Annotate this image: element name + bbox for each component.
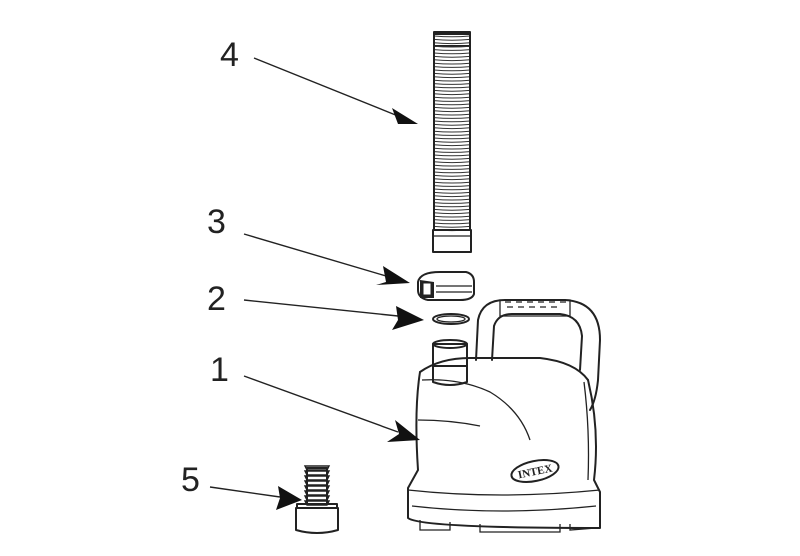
- corrugated-hose: [432, 31, 472, 253]
- arrowhead-1: [387, 420, 420, 442]
- handle-grip-pattern: [505, 301, 566, 308]
- leader-line-4: [253, 57, 418, 124]
- leader-line-2: [243, 299, 424, 330]
- hose-ribs: [433, 35, 471, 232]
- callout-number-4: 4: [220, 36, 239, 74]
- pump-body: [407, 299, 601, 533]
- hose-adapter: [295, 465, 339, 534]
- leader-line-5: [209, 486, 302, 510]
- adapter-ribs: [303, 465, 331, 506]
- callout-number-1: 1: [210, 351, 229, 389]
- leader-line-1: [243, 375, 420, 442]
- intex-logo: INTEX: [510, 459, 560, 483]
- callout-number-5: 5: [181, 461, 200, 499]
- arrowhead-5: [276, 486, 302, 510]
- callout-number-2: 2: [207, 280, 226, 318]
- callout-number-3: 3: [207, 203, 226, 241]
- hose-clamp: [417, 271, 475, 301]
- arrowhead-2: [392, 306, 424, 330]
- arrowhead-4: [386, 108, 418, 124]
- o-ring: [432, 313, 470, 325]
- leader-line-3: [243, 233, 410, 285]
- arrowhead-3: [376, 266, 410, 285]
